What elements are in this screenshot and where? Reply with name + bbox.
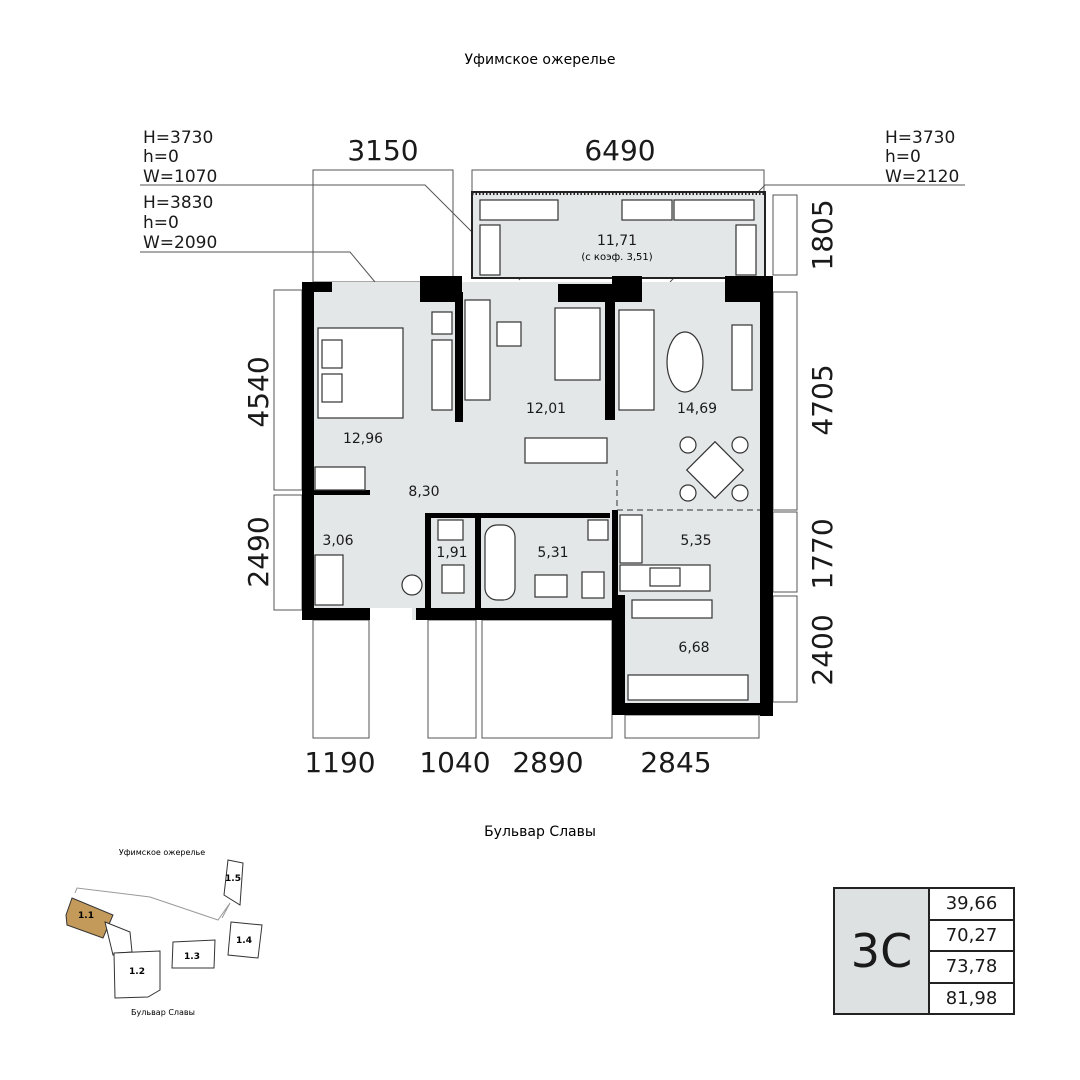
street-bottom-label: Бульвар Славы (484, 824, 596, 840)
desk-icon (464, 299, 491, 401)
room-area-hall: 8,30 (408, 484, 439, 500)
stove-icon (619, 514, 643, 564)
dim-top-1: 3150 (347, 134, 418, 167)
apartment-type: 3С (835, 889, 930, 1013)
dim-bottom-4: 2845 (640, 746, 711, 779)
svg-text:W=2120: W=2120 (885, 167, 959, 187)
chair-icon (496, 321, 522, 347)
svg-text:H=3830: H=3830 (143, 193, 213, 213)
dim-right-3: 1770 (806, 518, 839, 589)
svg-text:1.3: 1.3 (184, 952, 200, 962)
wardrobe-icon (524, 437, 608, 464)
bathtub-icon (484, 524, 516, 601)
window-note-1: H=3730 h=0 W=1070 (143, 128, 217, 187)
dining-table-icon (685, 440, 745, 500)
balcony-label: 11,71 (с коэф. 3,51) (581, 233, 652, 263)
dim-bottom-3: 2890 (512, 746, 583, 779)
dim-left-2: 2490 (242, 516, 275, 587)
svg-text:h=0: h=0 (143, 213, 179, 233)
room-area-wardrobe: 3,06 (322, 533, 353, 549)
toilet-icon (581, 571, 605, 599)
planter-icon (479, 224, 501, 276)
section-1-2 (113, 950, 161, 999)
shelf-icon (314, 466, 366, 491)
furniture (314, 299, 760, 701)
armchair-icon (554, 307, 601, 381)
legend-value: 70,27 (930, 921, 1013, 952)
shelf-icon (627, 674, 749, 701)
section-1-5 (223, 859, 244, 906)
svg-text:11,71: 11,71 (597, 233, 637, 249)
toilet-icon (441, 564, 465, 594)
site-minimap: Уфимское ожерелье Бульвар Славы 1.1 1.2 … (65, 848, 263, 1017)
svg-text:1.4: 1.4 (236, 936, 252, 946)
legend-value: 81,98 (945, 987, 998, 1009)
legend-value: 73,78 (930, 952, 1013, 984)
dim-bottom-2: 1040 (419, 746, 490, 779)
section-1-1 (65, 897, 114, 939)
kitchen-sink-icon (649, 567, 681, 587)
dim-right-4: 2400 (806, 614, 839, 685)
svg-text:h=0: h=0 (885, 147, 921, 167)
svg-text:H=3730: H=3730 (143, 128, 213, 148)
tv-stand-icon (731, 324, 753, 391)
coffee-table-icon (666, 331, 704, 393)
dim-top-2: 6490 (584, 134, 655, 167)
room-area-bedroom-left: 12,96 (343, 431, 383, 447)
room-area-bathroom: 5,31 (537, 545, 568, 561)
room-area-kitchen: 5,35 (680, 533, 711, 549)
apartment-legend: 3С 39,66 70,27 73,78 81,98 (833, 887, 1015, 1015)
room-area-wc: 1,91 (436, 545, 467, 561)
section-1-4 (227, 921, 263, 959)
boiler-icon (587, 519, 609, 541)
pillow-icon (321, 339, 343, 369)
drawer-icon (431, 311, 453, 335)
washing-machine-icon (401, 574, 423, 596)
dim-bottom-1: 1190 (304, 746, 375, 779)
svg-text:H=3730: H=3730 (885, 128, 955, 148)
room-area-bedroom-mid: 12,01 (526, 401, 566, 417)
legend-value: 39,66 (930, 889, 1013, 921)
dim-right-1: 1805 (806, 199, 839, 270)
svg-text:W=1070: W=1070 (143, 167, 217, 187)
dim-right-2: 4705 (806, 364, 839, 435)
balcony (471, 191, 766, 279)
svg-text:1.1: 1.1 (78, 911, 94, 921)
svg-text:h=0: h=0 (143, 147, 179, 167)
svg-text:Бульвар Славы: Бульвар Славы (131, 1008, 195, 1017)
walls (302, 276, 773, 716)
shelf-icon (631, 599, 713, 619)
street-top-label: Уфимское ожерелье (464, 52, 615, 68)
window-note-3: H=3730 h=0 W=2120 (885, 128, 959, 187)
sink-icon (534, 574, 568, 598)
svg-text:1.2: 1.2 (129, 967, 145, 977)
planter-icon (479, 199, 559, 221)
sink-icon (437, 519, 464, 541)
wardrobe-icon (431, 339, 453, 411)
shelf-icon (314, 554, 344, 606)
room-area-storage: 6,68 (678, 640, 709, 656)
window-note-2: H=3830 h=0 W=2090 (143, 193, 217, 253)
section-1-3 (171, 939, 216, 969)
planter-icon (673, 199, 755, 221)
dim-left-1: 4540 (242, 356, 275, 427)
room-area-living: 14,69 (677, 401, 717, 417)
svg-text:1.5: 1.5 (225, 874, 241, 884)
planter-icon (735, 224, 757, 276)
planter-icon (621, 199, 673, 221)
svg-text:Уфимское ожерелье: Уфимское ожерелье (119, 848, 205, 857)
pillow-icon (321, 373, 343, 403)
svg-text:(с коэф. 3,51): (с коэф. 3,51) (581, 252, 652, 263)
svg-text:W=2090: W=2090 (143, 233, 217, 253)
sofa-icon (618, 309, 655, 411)
